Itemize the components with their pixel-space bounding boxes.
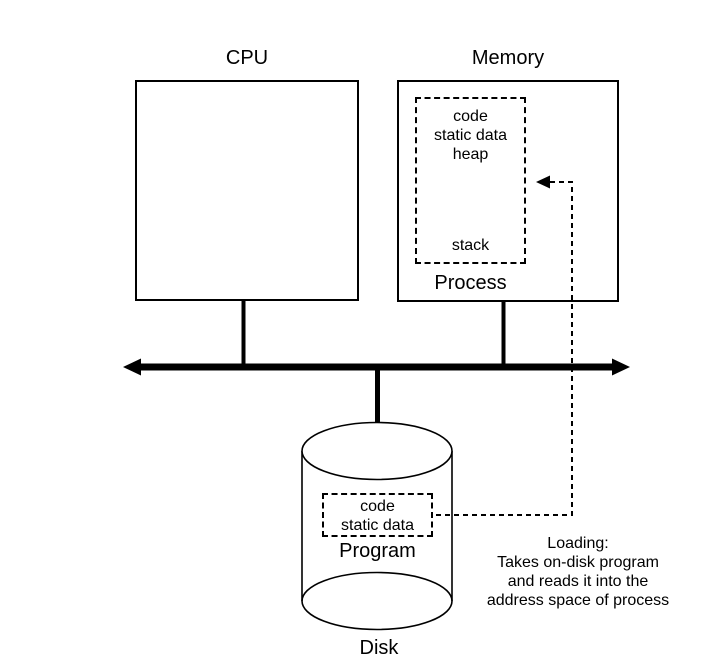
process-segment-stack: stack (451, 237, 490, 254)
bus-arrowhead-left-icon (123, 358, 141, 376)
process-label: Process (434, 272, 507, 294)
bus-arrowhead-right-icon (612, 358, 630, 376)
program-segment-code: code (360, 498, 395, 515)
loading-note: Loading: Takes on-disk program and reads… (447, 534, 709, 610)
cpu-box (135, 80, 359, 301)
memory-box (397, 80, 619, 302)
cpu-label: CPU (225, 47, 269, 69)
process-segment-static-data: static data (434, 127, 507, 144)
program-segment-static-data: static data (341, 517, 414, 534)
process-segment-heap: heap (452, 146, 489, 163)
program-segments: code static data (324, 497, 431, 535)
loading-note-line-2: Takes on-disk program (497, 554, 659, 571)
process-segments-top: code static data heap (417, 107, 524, 164)
loading-note-line-4: address space of process (486, 592, 670, 609)
disk-label: Disk (359, 637, 399, 659)
disk-cylinder-top (301, 421, 453, 481)
memory-label: Memory (471, 47, 545, 69)
disk-cylinder-bottom (301, 571, 453, 631)
process-address-space-box: code static data heap stack (415, 97, 526, 264)
program-label: Program (339, 540, 416, 562)
loading-note-line-3: and reads it into the (507, 573, 649, 590)
program-box: code static data (322, 493, 433, 537)
loading-note-line-1: Loading: (547, 535, 609, 552)
process-segment-code: code (453, 108, 488, 125)
